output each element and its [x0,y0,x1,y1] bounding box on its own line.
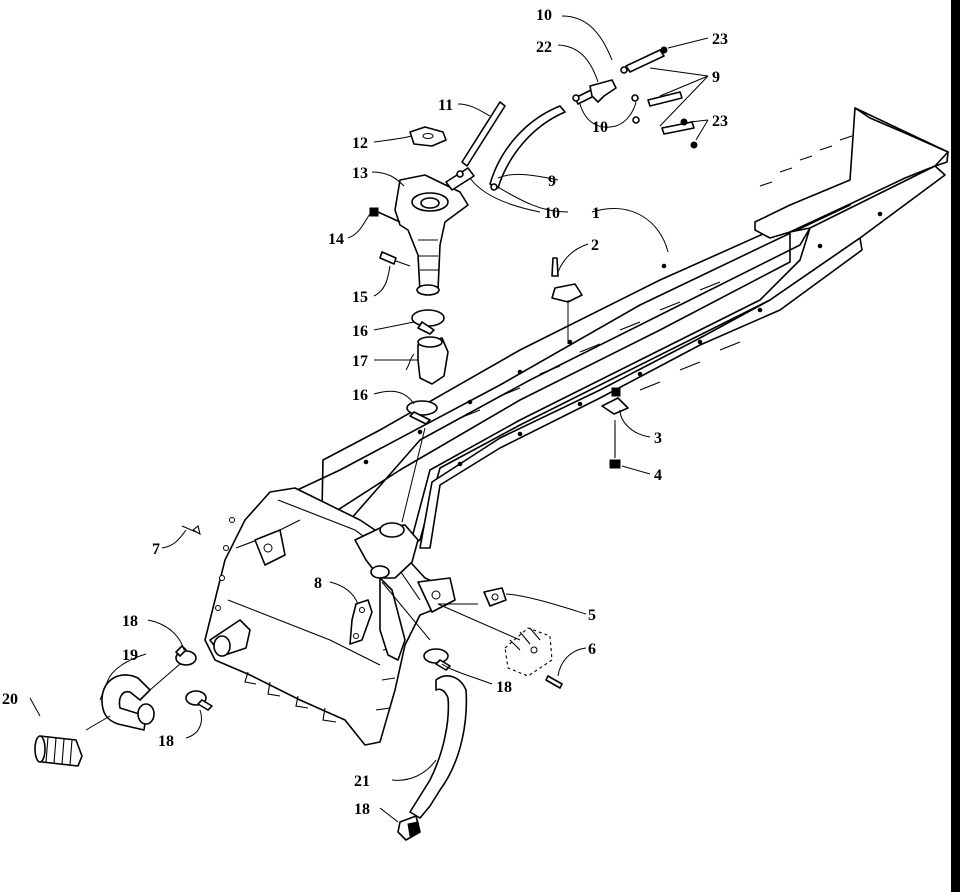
temperature-sensor-2 [551,257,583,303]
callout-23-upper: 23 [712,31,728,48]
elbow-hose-19 [101,674,155,731]
hose-clamp-16-lower [406,400,438,425]
callout-18-lower-left: 18 [158,733,174,750]
callout-23-lower: 23 [712,113,728,130]
hose-clamp-16-upper [411,309,445,335]
hose-clamp-18-left [175,645,197,666]
callout-10-middle: 10 [592,119,608,136]
callout-21: 21 [354,773,370,790]
bolt-14 [369,207,401,223]
callout-labels: 1 2 3 4 5 6 7 8 9 9 10 10 10 11 12 13 14… [2,7,728,818]
hose-clamp-18-right [423,648,451,671]
callout-9-lower: 9 [548,173,556,190]
bracket-8 [349,599,373,645]
callout-10-lower: 10 [544,205,560,222]
heat-exchanger-tunnel [292,107,949,549]
callout-18-bottom: 18 [354,801,370,818]
hose-clamp-18-center [185,690,213,711]
hose-clamp-18-bottom [397,815,421,841]
tee-fitting-22 [589,79,617,103]
callout-16-lower: 16 [352,387,368,404]
callout-22: 22 [536,39,552,56]
page-edge-strip [951,0,960,892]
hose-17 [417,336,449,385]
callout-5: 5 [588,607,596,624]
vent-hoses-23 [625,46,698,149]
grommet-3 [601,387,629,415]
callout-8: 8 [314,575,322,592]
coupler-20 [34,735,83,767]
callout-4: 4 [654,467,662,484]
thermostat-housing [354,522,419,661]
callout-1: 1 [592,205,600,222]
callout-15: 15 [352,289,368,306]
overflow-tube-11 [461,101,506,167]
callout-19: 19 [122,647,138,664]
callout-13: 13 [352,165,368,182]
callout-14: 14 [328,231,344,248]
fill-neck-assembly [394,167,475,296]
callout-6: 6 [588,641,596,658]
screw-15 [379,251,411,267]
callout-10-top: 10 [536,7,552,24]
callout-7: 7 [152,541,160,558]
callout-18-right: 18 [496,679,512,696]
mounting-plate-6 [504,627,563,689]
leader-lines [29,15,709,823]
rivet-7 [181,525,201,536]
radiator-cap [409,126,447,147]
gasket-5 [483,587,507,607]
callout-2: 2 [591,237,599,254]
callout-9-upper: 9 [712,69,720,86]
callout-18-upper-left: 18 [122,613,138,630]
callout-12: 12 [352,135,368,152]
callout-16-upper: 16 [352,323,368,340]
callout-20: 20 [2,691,18,708]
callout-3: 3 [654,430,662,447]
callout-11: 11 [438,97,453,114]
return-hose-21 [409,675,468,819]
overflow-hose-9 [489,87,599,189]
callout-17: 17 [352,353,368,370]
